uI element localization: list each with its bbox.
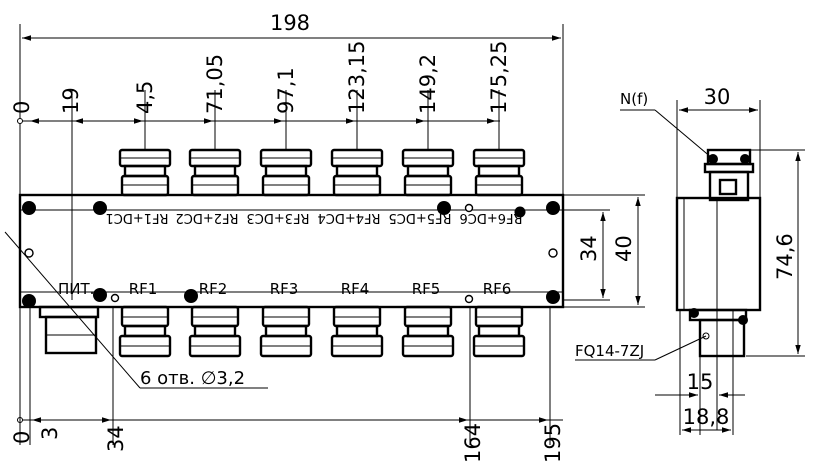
side-dim-15-value: 15	[687, 370, 714, 394]
mount-hole	[184, 289, 198, 303]
rf-labels: RF1 RF2 RF3 RF4 RF5 RF6	[129, 280, 512, 298]
top-dim-149-2: 149,2	[416, 54, 440, 114]
overall-width-dimension: 198	[19, 11, 564, 195]
mount-hole	[93, 288, 107, 302]
power-connector	[38, 305, 100, 355]
bottom-dim-195: 195	[541, 423, 565, 463]
fq-label: FQ14-7ZJ	[575, 342, 644, 360]
rf-connector-top	[401, 148, 455, 197]
rf-label: RF1	[129, 280, 158, 298]
rfdc-label: RF4+DC4	[317, 210, 380, 225]
bottom-chain-dimension: 0 3 34 164 195	[10, 307, 565, 463]
rf-label: RF5	[412, 280, 441, 298]
mount-hole-tl	[22, 201, 36, 215]
side-dim-18-value: 18,8	[683, 405, 730, 429]
height-dimensions: 34 40	[563, 194, 645, 308]
top-connectors	[118, 148, 526, 197]
mount-hole-tr	[546, 201, 560, 215]
top-dim-97-1: 97,1	[274, 67, 298, 114]
height-outer-value: 40	[612, 235, 636, 262]
bottom-connectors	[118, 305, 526, 358]
mount-hole	[514, 206, 526, 218]
top-dim-71-05: 71,05	[203, 54, 227, 114]
rf-label: RF2	[199, 280, 228, 298]
top-chain-dimension: 0 19 4,5 71,05 97,1 123,15 149,2 175,25	[10, 41, 511, 300]
rf-connector-bottom	[330, 305, 384, 358]
mounting-holes	[22, 201, 560, 308]
rf-label: RF3	[270, 280, 299, 298]
mount-hole	[93, 201, 107, 215]
rfdc-label: RF2+DC2	[175, 210, 238, 225]
bottom-dim-164: 164	[461, 423, 485, 463]
rf-connector-top	[118, 148, 172, 197]
side-width-value: 30	[704, 85, 731, 109]
rf-label: RF4	[341, 280, 370, 298]
rf-connector-top	[330, 148, 384, 197]
nf-label: N(f)	[620, 90, 648, 108]
rf-connector-bottom	[118, 305, 172, 358]
top-dim-175-25: 175,25	[487, 41, 511, 114]
overall-width-value: 198	[270, 11, 310, 35]
mount-hole	[437, 201, 451, 215]
top-dim-123-15: 123,15	[345, 41, 369, 114]
rfdc-label: RF3+DC3	[246, 210, 309, 225]
mount-hole-bl	[22, 294, 36, 308]
holes-note: 6 отв. ∅3,2	[140, 368, 245, 389]
rfdc-labels: RF1+DC1 RF2+DC2 RF3+DC3 RF4+DC4 RF5+DC5 RF6+D…	[105, 210, 522, 225]
top-dim-0: 0	[10, 101, 34, 114]
rfdc-label: RF1+DC1	[105, 210, 168, 225]
height-inner-value: 34	[577, 235, 601, 262]
rfdc-label: RF5+DC5	[388, 210, 451, 225]
rf-label: RF6	[483, 280, 512, 298]
rf-connector-bottom	[259, 305, 313, 358]
top-dim-4-5: 4,5	[133, 81, 157, 114]
bottom-dim-3: 3	[38, 427, 62, 440]
side-view: 30 N(f) FQ14-7ZJ 74,6 15	[575, 85, 805, 435]
mount-hole-br	[546, 290, 560, 304]
top-dim-19: 19	[59, 87, 83, 114]
rf-connector-bottom	[188, 305, 242, 358]
rf-connector-top	[259, 148, 313, 197]
rfdc-label: RF6+DC6	[459, 210, 522, 225]
bottom-dim-34: 34	[104, 425, 128, 452]
side-height-value: 74,6	[773, 233, 797, 280]
rf-connector-top	[472, 148, 526, 197]
bottom-dim-0: 0	[10, 431, 34, 444]
rf-connector-bottom	[472, 305, 526, 358]
rf-connector-top	[188, 148, 242, 197]
power-label: ПИТ.	[58, 280, 94, 298]
rf-connector-bottom	[401, 305, 455, 358]
